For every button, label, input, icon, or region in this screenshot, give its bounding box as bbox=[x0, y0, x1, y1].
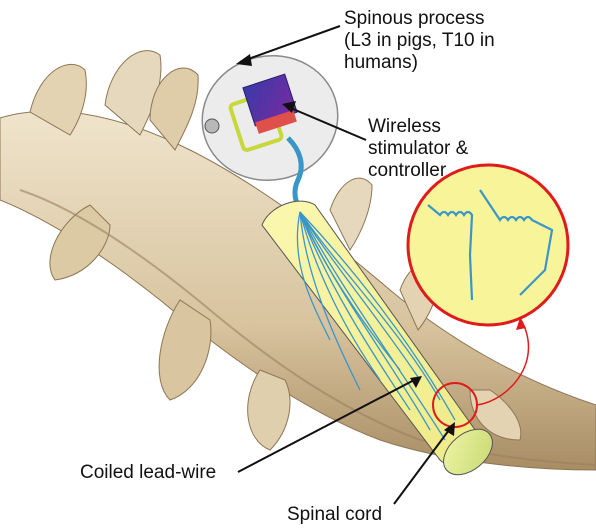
vertebra-process-6 bbox=[159, 300, 211, 400]
arrow-spinous-head-icon bbox=[236, 54, 252, 66]
label-coiled-lead-wire: Coiled lead-wire bbox=[80, 462, 216, 484]
inset-circle bbox=[408, 165, 568, 325]
screw-icon bbox=[205, 119, 219, 133]
vertebra-process-7 bbox=[248, 370, 290, 450]
label-spinous-process: Spinous process (L3 in pigs, T10 in huma… bbox=[344, 8, 594, 74]
label-spinal-cord: Spinal cord bbox=[287, 504, 382, 526]
arrow-spinous bbox=[240, 26, 340, 62]
label-stimulator: Wireless stimulator & controller bbox=[368, 116, 568, 182]
